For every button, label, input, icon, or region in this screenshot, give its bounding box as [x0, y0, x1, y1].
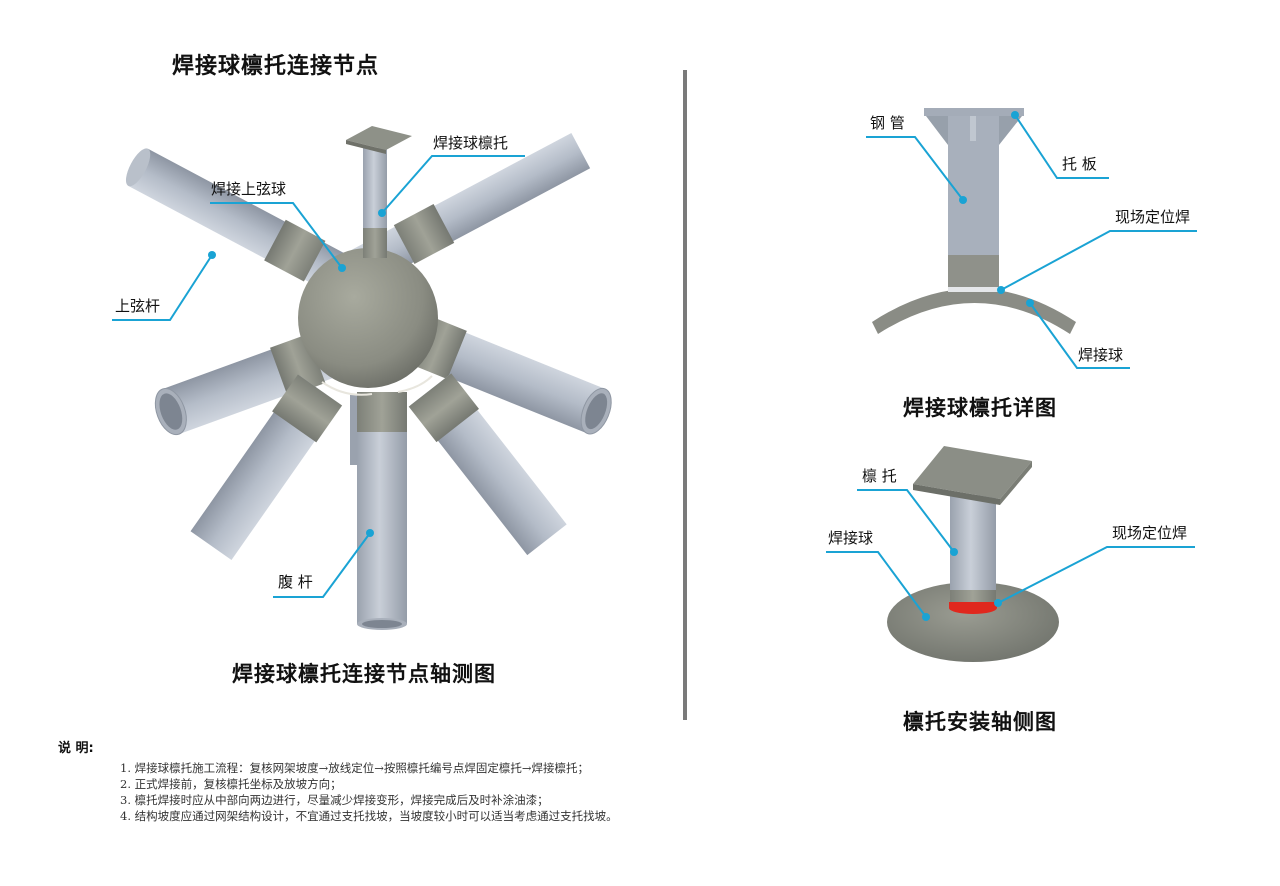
label-purlin-support-iso: 檩 托 — [862, 467, 897, 485]
label-web-rod: 腹 杆 — [278, 573, 313, 591]
label-support-plate: 托 板 — [1062, 155, 1097, 173]
label-upper-chord-ball: 焊接上弦球 — [211, 180, 287, 198]
leader-lines-left — [112, 155, 525, 598]
label-welded-ball-iso: 焊接球 — [828, 529, 874, 547]
notes-list: 1. 焊接球檩托施工流程：复核网架坡度→放线定位→按照檩托编号点焊固定檩托→焊接… — [58, 760, 618, 824]
leader-lines-detail — [866, 114, 1197, 369]
label-welded-ball: 焊接球 — [1078, 346, 1124, 364]
vertical-divider — [683, 70, 687, 720]
note-item: 4. 结构坡度应通过网架结构设计，不宜通过支托找坡，当坡度较小时可以适当考虑通过… — [120, 809, 618, 823]
caption-detail-figure: 焊接球檩托详图 — [903, 396, 1057, 420]
label-purlin-support: 焊接球檩托 — [433, 134, 509, 152]
label-upper-chord-rod: 上弦杆 — [115, 297, 161, 315]
welded-ball-node-illustration — [125, 126, 612, 630]
label-site-tack-weld-iso: 现场定位焊 — [1112, 524, 1188, 542]
note-item: 1. 焊接球檩托施工流程：复核网架坡度→放线定位→按照檩托编号点焊固定檩托→焊接… — [120, 761, 590, 775]
note-item: 3. 檩托焊接时应从中部向两边进行，尽量减少焊接变形，焊接完成后及时补涂油漆； — [120, 793, 549, 807]
label-steel-pipe: 钢 管 — [870, 114, 905, 132]
caption-left-figure: 焊接球檩托连接节点轴测图 — [232, 662, 496, 686]
leader-lines-iso — [826, 489, 1195, 618]
notes-heading: 说 明: — [58, 741, 94, 756]
page-title: 焊接球檩托连接节点 — [172, 54, 380, 79]
notes-section: 说 明: 1. 焊接球檩托施工流程：复核网架坡度→放线定位→按照檩托编号点焊固定… — [58, 737, 618, 824]
note-item: 2. 正式焊接前，复核檩托坐标及放坡方向； — [120, 777, 342, 791]
purlin-support-detail-illustration — [872, 108, 1076, 334]
caption-iso-figure: 檩托安装轴侧图 — [903, 710, 1057, 734]
purlin-install-iso-illustration — [887, 446, 1059, 662]
label-site-tack-weld: 现场定位焊 — [1115, 208, 1191, 226]
